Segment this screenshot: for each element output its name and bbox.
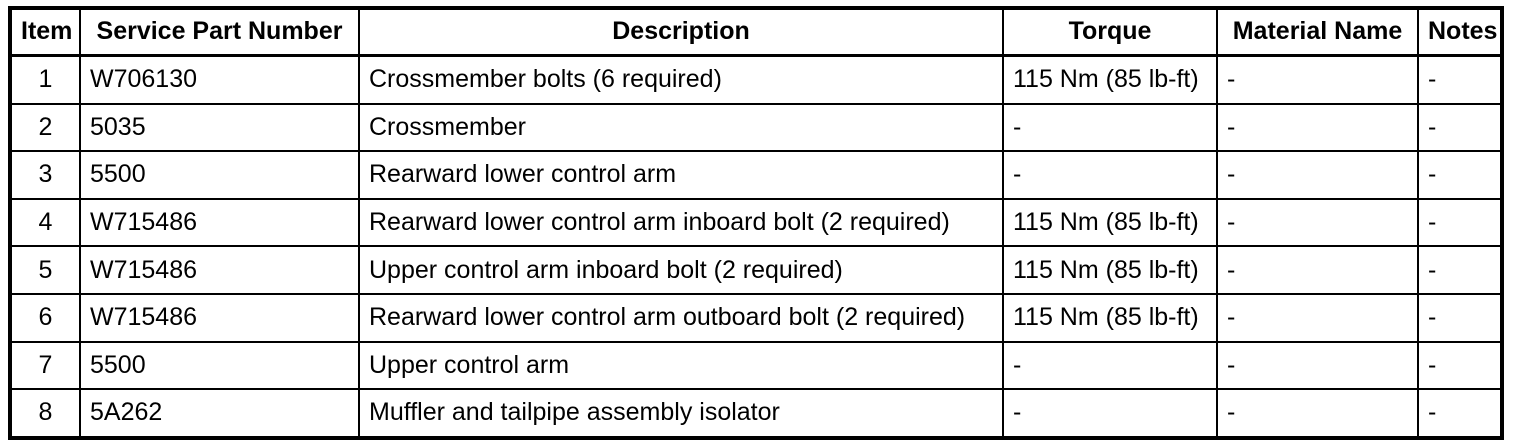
cell-torque: 115 Nm (85 lb-ft) <box>1002 54 1218 105</box>
cell-service-part-number: W715486 <box>79 293 360 343</box>
cell-description: Rearward lower control arm inboard bolt … <box>358 197 1004 248</box>
cell-service-part-number: W706130 <box>79 54 360 105</box>
cell-notes: - <box>1417 54 1502 105</box>
cell-notes: - <box>1417 388 1502 438</box>
cell-material-name: - <box>1216 150 1419 200</box>
column-header-service-part-number: Service Part Number <box>79 8 360 57</box>
cell-item: 5 <box>10 245 81 296</box>
cell-description: Rearward lower control arm outboard bolt… <box>358 293 1004 343</box>
column-header-notes: Notes <box>1417 8 1502 57</box>
cell-service-part-number: 5035 <box>79 102 360 153</box>
cell-material-name: - <box>1216 388 1419 438</box>
cell-torque: 115 Nm (85 lb-ft) <box>1002 197 1218 248</box>
cell-service-part-number: W715486 <box>79 245 360 296</box>
cell-material-name: - <box>1216 197 1419 248</box>
cell-item: 7 <box>10 340 81 391</box>
table-row: 4 W715486 Rearward lower control arm inb… <box>10 197 1502 248</box>
table-row: 3 5500 Rearward lower control arm - - - <box>10 150 1502 200</box>
cell-description: Rearward lower control arm <box>358 150 1004 200</box>
table-header: Item Service Part Number Description Tor… <box>10 8 1502 57</box>
cell-description: Crossmember <box>358 102 1004 153</box>
cell-item: 3 <box>10 150 81 200</box>
cell-torque: - <box>1002 102 1218 153</box>
cell-notes: - <box>1417 150 1502 200</box>
table-body: 1 W706130 Crossmember bolts (6 required)… <box>10 54 1502 438</box>
cell-material-name: - <box>1216 54 1419 105</box>
cell-service-part-number: W715486 <box>79 197 360 248</box>
table-row: 2 5035 Crossmember - - - <box>10 102 1502 153</box>
service-parts-torque-table: Item Service Part Number Description Tor… <box>8 6 1504 440</box>
cell-notes: - <box>1417 245 1502 296</box>
column-header-item: Item <box>10 8 81 57</box>
table-row: 1 W706130 Crossmember bolts (6 required)… <box>10 54 1502 105</box>
cell-notes: - <box>1417 340 1502 391</box>
cell-description: Muffler and tailpipe assembly isolator <box>358 388 1004 438</box>
cell-torque: 115 Nm (85 lb-ft) <box>1002 293 1218 343</box>
cell-torque: - <box>1002 150 1218 200</box>
cell-description: Upper control arm inboard bolt (2 requir… <box>358 245 1004 296</box>
cell-service-part-number: 5500 <box>79 150 360 200</box>
cell-item: 8 <box>10 388 81 438</box>
cell-item: 4 <box>10 197 81 248</box>
table-row: 5 W715486 Upper control arm inboard bolt… <box>10 245 1502 296</box>
table-header-row: Item Service Part Number Description Tor… <box>10 8 1502 57</box>
table-row: 8 5A262 Muffler and tailpipe assembly is… <box>10 388 1502 438</box>
cell-service-part-number: 5500 <box>79 340 360 391</box>
cell-material-name: - <box>1216 102 1419 153</box>
cell-torque: - <box>1002 388 1218 438</box>
cell-material-name: - <box>1216 245 1419 296</box>
cell-material-name: - <box>1216 293 1419 343</box>
cell-item: 2 <box>10 102 81 153</box>
column-header-material-name: Material Name <box>1216 8 1419 57</box>
cell-description: Upper control arm <box>358 340 1004 391</box>
cell-torque: 115 Nm (85 lb-ft) <box>1002 245 1218 296</box>
cell-item: 1 <box>10 54 81 105</box>
cell-description: Crossmember bolts (6 required) <box>358 54 1004 105</box>
cell-service-part-number: 5A262 <box>79 388 360 438</box>
column-header-description: Description <box>358 8 1004 57</box>
table-row: 6 W715486 Rearward lower control arm out… <box>10 293 1502 343</box>
cell-item: 6 <box>10 293 81 343</box>
parts-table-container: Item Service Part Number Description Tor… <box>8 6 1504 440</box>
cell-material-name: - <box>1216 340 1419 391</box>
cell-notes: - <box>1417 197 1502 248</box>
cell-torque: - <box>1002 340 1218 391</box>
cell-notes: - <box>1417 293 1502 343</box>
cell-notes: - <box>1417 102 1502 153</box>
column-header-torque: Torque <box>1002 8 1218 57</box>
table-row: 7 5500 Upper control arm - - - <box>10 340 1502 391</box>
